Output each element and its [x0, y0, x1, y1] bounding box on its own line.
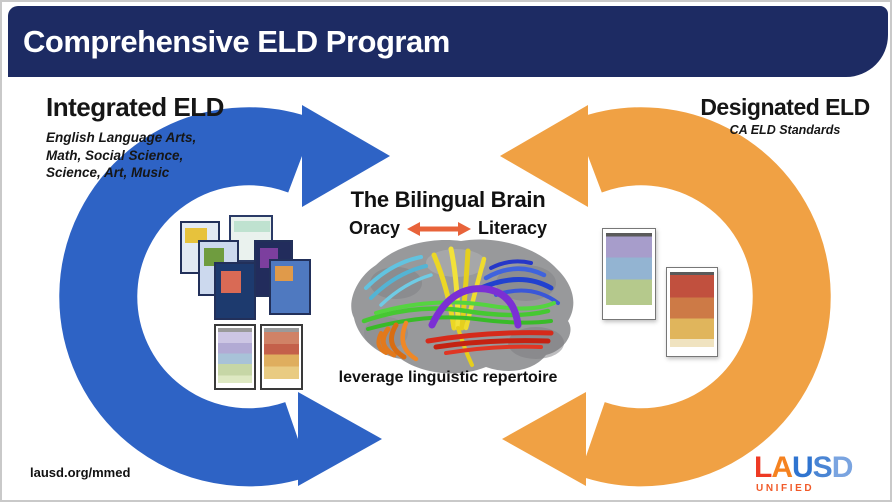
eld-standards-chart-1	[602, 228, 656, 320]
logo-unified-label: UNIFIED	[756, 483, 815, 494]
cover-label	[204, 248, 224, 266]
curriculum-frameworks-image	[172, 211, 324, 393]
eld-standards-chart-2	[666, 267, 718, 357]
integrated-eld-subjects: English Language Arts, Math, Social Scie…	[46, 130, 197, 181]
designated-eld-section: Designated ELD CA ELD Standards	[699, 94, 871, 137]
cover-label	[275, 266, 293, 281]
chart-rows	[218, 328, 252, 386]
logo-letter-l: L	[754, 451, 772, 484]
bilingual-brain-title: The Bilingual Brain	[350, 187, 546, 212]
footer-url: lausd.org/mmed	[30, 465, 131, 480]
logo-letter-a: A	[771, 451, 793, 484]
integrated-eld-section: Integrated ELD English Language Arts, Ma…	[46, 92, 224, 182]
bilingual-brain-image	[336, 233, 584, 388]
oracy-label: Oracy	[348, 218, 400, 238]
integrated-eld-heading: Integrated ELD	[46, 92, 224, 122]
lausd-logo: LAUSD UNIFIED	[754, 451, 854, 494]
leverage-caption: leverage linguistic repertoire	[338, 369, 558, 386]
logo-letter-d: D	[831, 451, 854, 484]
ca-eld-standards-label: CA ELD Standards	[729, 123, 841, 137]
cover-label	[185, 228, 207, 243]
chart-rows	[264, 328, 299, 386]
framework-cover-5	[214, 262, 256, 320]
framework-cover-6	[269, 259, 311, 315]
chart-rows	[670, 272, 714, 352]
cover-label	[234, 221, 270, 232]
brain-tractography-icon	[351, 239, 574, 374]
cover-label	[221, 271, 241, 293]
header-bar: Comprehensive ELD Program	[8, 6, 888, 77]
designated-eld-heading: Designated ELD	[700, 94, 870, 120]
logo-letter-u: U	[792, 451, 814, 484]
designated-eld-arrow-icon	[500, 105, 831, 487]
standards-chart-small-2	[260, 324, 303, 390]
integrated-eld-arrow-icon	[59, 105, 390, 487]
chart-rows	[606, 233, 652, 315]
standards-chart-small-1	[214, 324, 256, 390]
oracy-literacy-row: Oracy Literacy	[2, 218, 890, 239]
literacy-label: Literacy	[478, 218, 548, 238]
logo-letter-s: S	[812, 451, 833, 484]
lausd-logo-letters: LAUSD	[754, 451, 854, 484]
page-title: Comprehensive ELD Program	[23, 24, 450, 59]
oracy-literacy-arrow-icon	[407, 221, 471, 236]
